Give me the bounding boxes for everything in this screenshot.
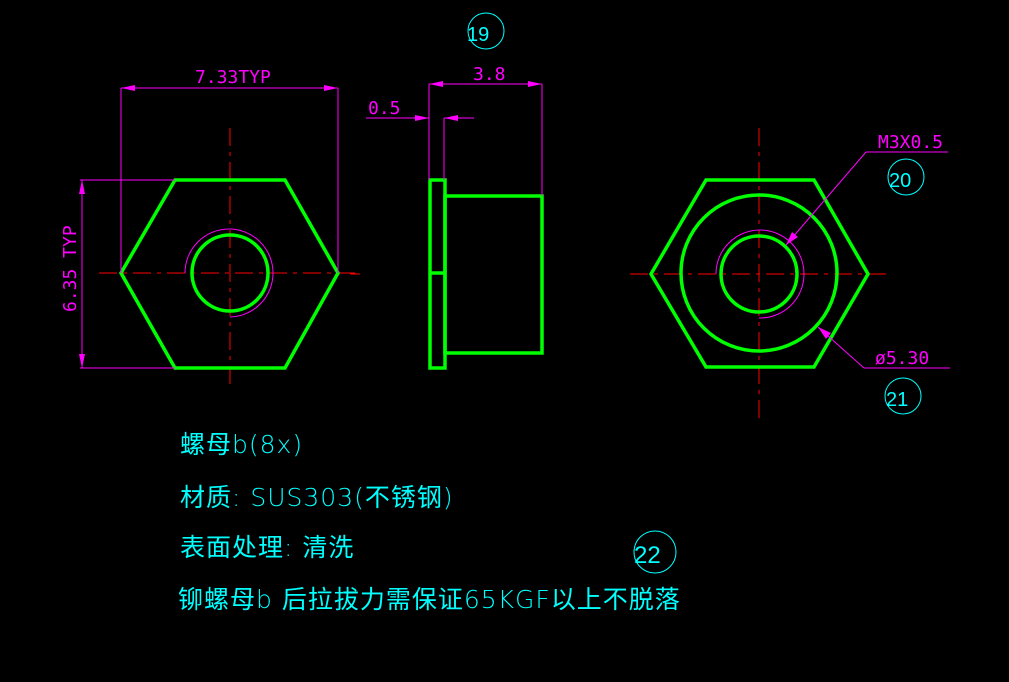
note-material: 材质: SUS303(不锈钢) [180,483,454,512]
side-view: 19 3.8 0.5 [350,12,544,370]
front-height-dim: 6.35 TYP [60,225,81,312]
balloon-22: 22 [634,542,661,569]
note-pull-force: 铆螺母b 后拉拔力需保证65KGF以上不脱落 [178,585,681,614]
balloon-20: 20 [889,170,911,192]
front-view: 7.33TYP 6.35 TYP [60,67,360,390]
rear-view: M3X0.5 20 ø5.30 21 [630,128,950,420]
balloon-19: 19 [467,24,489,46]
diameter-dim: ø5.30 [875,348,929,369]
notes-balloon: 22 [633,530,677,574]
note-surface-treatment: 表面处理: 清洗 [180,533,355,562]
note-part-name: 螺母b(8x) [180,430,304,459]
balloon-21: 21 [886,389,908,411]
side-flange-dim: 0.5 [368,98,401,119]
side-length-dim: 3.8 [473,64,506,85]
thread-dim: M3X0.5 [878,132,943,153]
front-width-dim: 7.33TYP [195,67,271,88]
